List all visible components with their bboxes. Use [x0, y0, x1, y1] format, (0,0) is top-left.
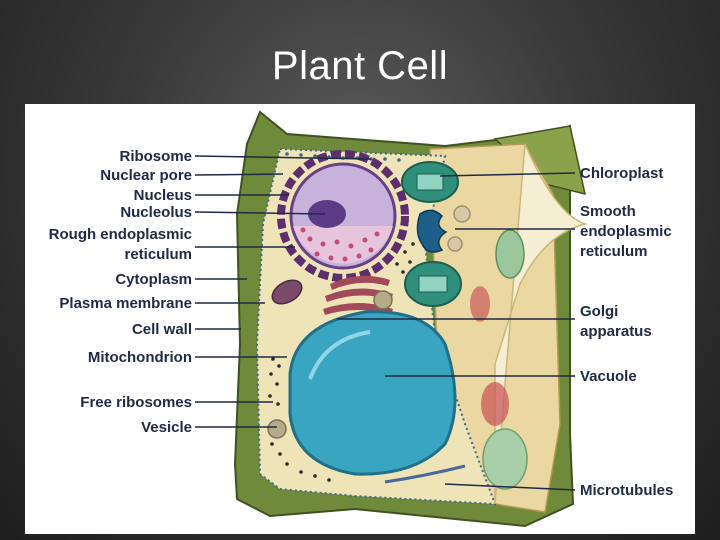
vacuole-highlight: [308, 330, 371, 380]
label-smooth-er-line1: Smooth: [580, 203, 636, 220]
label-ribosome: Ribosome: [119, 148, 192, 165]
free-ribosomes: [268, 242, 415, 482]
microtubules: [384, 464, 466, 484]
label-vesicle: Vesicle: [141, 419, 192, 436]
vesicle-4: [447, 236, 463, 252]
slide-title: Plant Cell: [271, 44, 449, 88]
vesicle-3: [453, 205, 471, 223]
vesicle: [373, 290, 393, 310]
label-mitochondrion: Mitochondrion: [88, 349, 192, 366]
label-nucleus: Nucleus: [134, 187, 192, 204]
adjacent-chloroplast-2: [481, 382, 509, 426]
smooth-er: [416, 209, 448, 253]
label-rough-er-line1: Rough endoplasmic: [49, 226, 192, 243]
label-chloroplast: Chloroplast: [580, 165, 663, 182]
adjacent-chloroplast: [495, 229, 525, 279]
chloroplast-grana: [416, 173, 444, 191]
label-nucleolus: Nucleolus: [120, 204, 192, 221]
vesicle-2: [267, 419, 287, 439]
leader-lines: [194, 155, 576, 491]
label-cell-wall: Cell wall: [132, 321, 192, 338]
label-rough-er-line2: reticulum: [124, 246, 192, 263]
plant-cell-diagram: Ribosome Nuclear pore Nucleus Nucleolus …: [49, 110, 673, 528]
rough-er-ring: [277, 150, 409, 282]
vacuole: [288, 310, 457, 476]
chloroplast-grana-2: [418, 275, 448, 293]
label-microtubules: Microtubules: [580, 482, 673, 499]
label-golgi-line1: Golgi: [580, 303, 618, 320]
label-smooth-er-line3: reticulum: [580, 243, 648, 260]
label-cytoplasm: Cytoplasm: [115, 271, 192, 288]
adjacent-vacuole: [482, 428, 528, 490]
label-vacuole: Vacuole: [580, 368, 637, 385]
diagram-panel: Ribosome Nuclear pore Nucleus Nucleolus …: [25, 104, 695, 534]
label-golgi-line2: apparatus: [580, 323, 652, 340]
mitochondrion: [271, 279, 303, 305]
nucleolus: [308, 200, 346, 228]
label-plasma-membrane: Plasma membrane: [59, 295, 192, 312]
adjacent-chloroplast-3: [470, 286, 490, 322]
label-free-ribosomes: Free ribosomes: [80, 394, 192, 411]
label-smooth-er-line2: endoplasmic: [580, 223, 672, 240]
chromatin-dots: [300, 227, 380, 262]
label-nuclear-pore: Nuclear pore: [100, 167, 192, 184]
